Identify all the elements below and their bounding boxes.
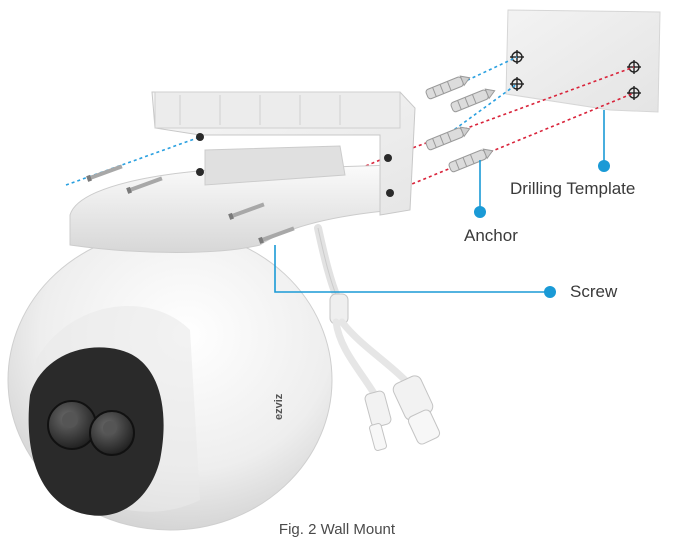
cable-connector-2 (392, 375, 441, 445)
logo-text: ezviz (273, 393, 285, 420)
anchor-1 (425, 75, 471, 100)
callout-dot-drilling-template (598, 160, 610, 172)
callout-dot-anchor (474, 206, 486, 218)
cable-assembly (314, 224, 441, 451)
bracket-hole-1 (196, 133, 204, 141)
drilling-template-sheet (505, 9, 661, 113)
callout-anchor: Anchor (464, 160, 518, 245)
anchor-4 (448, 148, 494, 173)
screw-group (86, 164, 295, 244)
anchor-2 (450, 88, 496, 113)
callout-drilling-template: Drilling Template (510, 110, 635, 198)
bracket-hole-2 (196, 168, 204, 176)
ezviz-logo: ezviz (273, 393, 285, 420)
template-crosshair-2 (510, 77, 524, 91)
screw-3 (228, 202, 265, 220)
screw-4 (258, 226, 295, 244)
bracket-hole-4 (386, 189, 394, 197)
mount-arm (69, 145, 396, 253)
label-screw: Screw (570, 282, 618, 301)
camera-lens-right (89, 410, 135, 456)
figure-caption: Fig. 2 Wall Mount (279, 521, 396, 538)
callout-screw: Screw (274, 245, 618, 301)
template-crosshair-4 (627, 86, 641, 100)
camera-lens-left (47, 400, 97, 450)
anchor-group (425, 75, 496, 173)
label-drilling-template: Drilling Template (510, 179, 635, 198)
callout-dot-screw (544, 286, 556, 298)
screw-1 (86, 164, 123, 182)
lens-housing (28, 347, 164, 516)
cable-connector-1 (364, 390, 392, 451)
top-bracket (151, 91, 416, 216)
label-anchor: Anchor (464, 226, 518, 245)
anchor-3 (425, 126, 471, 151)
bracket-hole-3 (384, 154, 392, 162)
screw-2 (126, 176, 163, 194)
